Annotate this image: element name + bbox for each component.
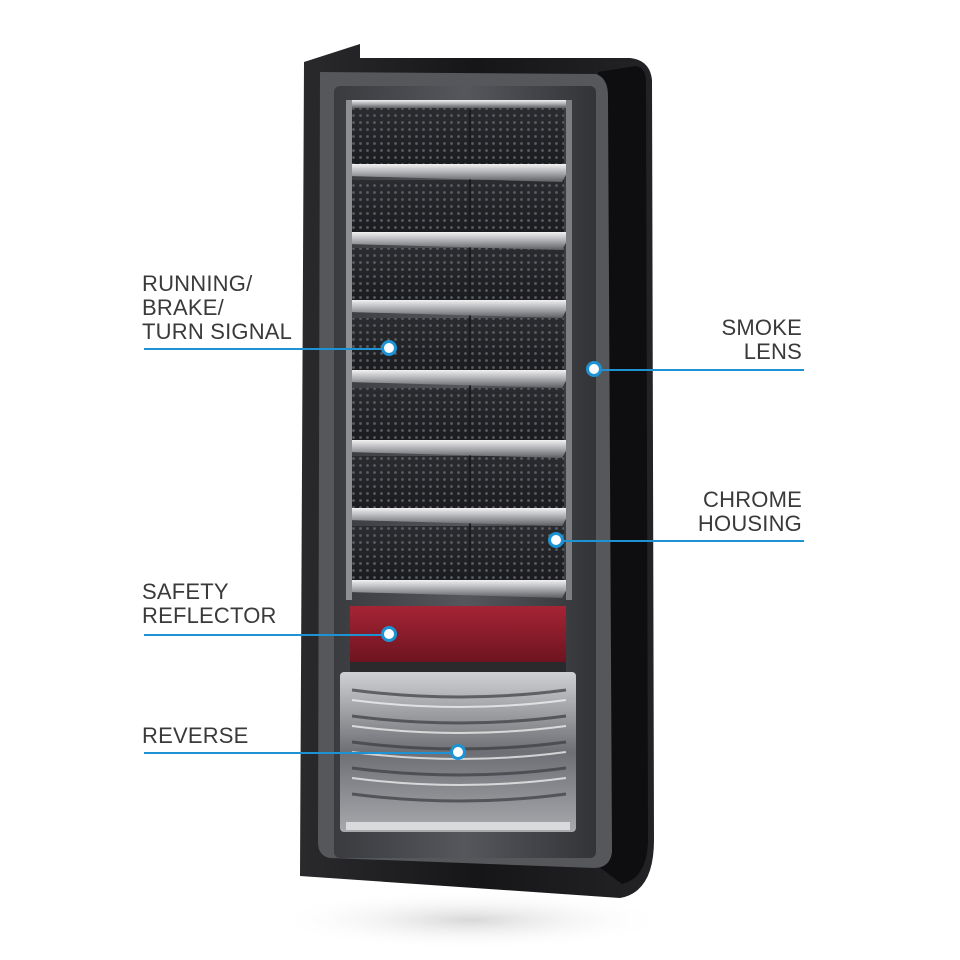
callout-reflector-leader-line [144, 634, 390, 636]
callout-safety-reflector-label: SAFETY REFLECTOR [142, 579, 277, 628]
floor-reflection [270, 890, 670, 950]
callout-smoke-leader-line [596, 369, 804, 371]
callout-running-brake-turn-label: RUNNING/ BRAKE/ TURN SIGNAL [142, 271, 293, 344]
chrome-slats [346, 100, 572, 600]
callout-running-marker-dot [381, 340, 397, 356]
callout-reverse-label: REVERSE [142, 723, 249, 748]
callout-reflector-marker-dot [381, 626, 397, 642]
callout-chrome-marker-dot [548, 532, 564, 548]
callout-smoke-marker-dot [586, 361, 602, 377]
callout-running-leader-line [144, 348, 390, 350]
callout-chrome-leader-line [558, 540, 804, 542]
callout-smoke-lens-label: SMOKE LENS [721, 315, 802, 364]
callout-reverse-leader-line [144, 752, 458, 754]
callout-chrome-housing-label: CHROME HOUSING [697, 487, 802, 536]
callout-reverse-marker-dot [450, 744, 466, 760]
led-cells [352, 108, 564, 582]
